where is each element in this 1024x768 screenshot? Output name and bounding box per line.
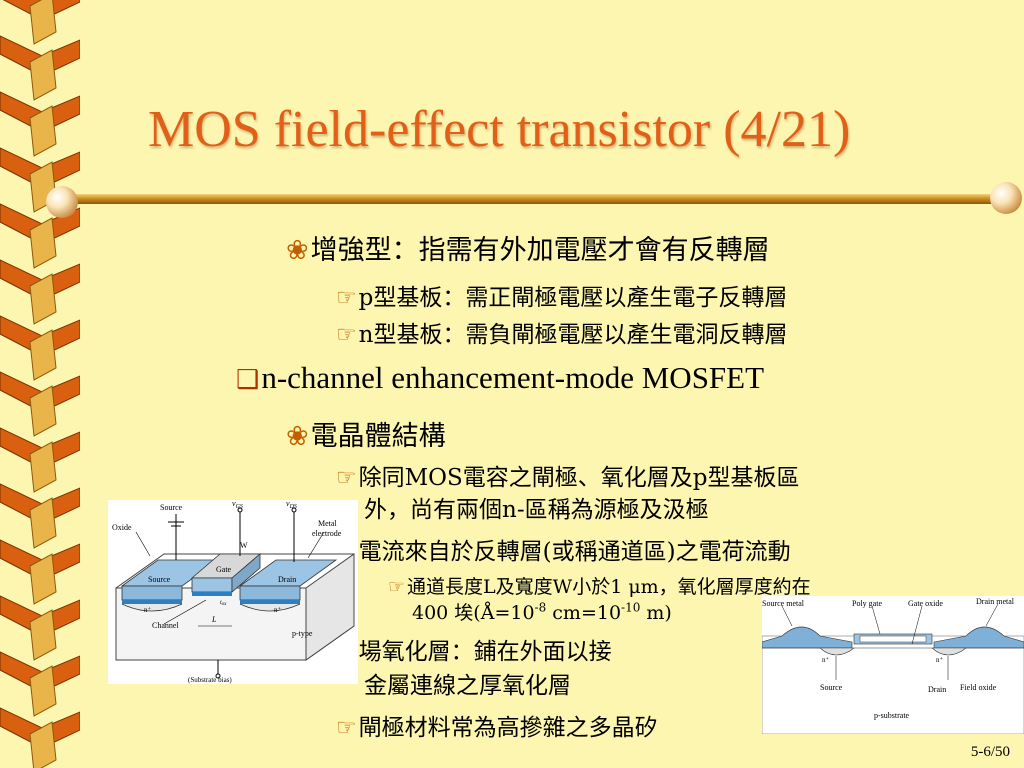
bullet-field-oxide: ☞場氧化層：鋪在外面以接 <box>336 639 612 665</box>
bullet-current: ☞電流來自於反轉層(或稱通道區)之電荷流動 <box>336 539 791 565</box>
svg-text:n⁺: n⁺ <box>936 656 944 664</box>
pointing-hand-icon: ☞ <box>336 285 357 311</box>
svg-text:Source: Source <box>160 503 183 512</box>
bullet-channel-dims-cont: 400 埃(Å=10-8 cm=10-10 m) <box>412 600 672 624</box>
pointing-hand-icon: ☞ <box>336 465 357 491</box>
svg-text:W: W <box>240 541 248 550</box>
bullet-gate-oxide-cont: 外，尚有兩個n-區稱為源極及汲極 <box>364 497 709 523</box>
braid-strand-gold <box>29 721 57 768</box>
bullet-gate-material: ☞閘極材料常為高摻雜之多晶矽 <box>336 715 658 741</box>
braid-strand-gold <box>29 665 57 717</box>
bullet-channel-dims: ☞通道長度L及寬度W小於1 μm，氧化層厚度約在 <box>388 576 811 598</box>
svg-text:Channel: Channel <box>152 621 179 630</box>
flower-bullet-icon: ❀ <box>286 235 309 266</box>
braid-strand-gold <box>29 0 57 45</box>
braid-strand-gold <box>29 553 57 605</box>
svg-text:p-type: p-type <box>292 629 313 638</box>
svg-text:Drain: Drain <box>928 685 946 694</box>
braid-strand-gold <box>29 273 57 325</box>
svg-text:Gate: Gate <box>216 565 232 574</box>
bullet-gate-oxide: ☞除同MOS電容之閘極、氧化層及p型基板區 <box>336 465 800 491</box>
svg-text:Source metal: Source metal <box>762 599 805 608</box>
svg-text:electrode: electrode <box>312 529 342 538</box>
svg-text:tox: tox <box>220 600 227 607</box>
checkbox-bullet-icon: ❑ <box>236 365 260 394</box>
svg-text:Poly gate: Poly gate <box>852 599 882 608</box>
svg-text:Oxide: Oxide <box>112 523 132 532</box>
svg-text:Metal: Metal <box>318 519 337 528</box>
pointing-hand-icon: ☞ <box>336 715 357 741</box>
bullet-nmos-heading: ❑n-channel enhancement-mode MOSFET <box>236 360 765 395</box>
svg-text:Field oxide: Field oxide <box>960 683 997 692</box>
svg-text:Drain metal: Drain metal <box>976 597 1015 606</box>
pointing-hand-icon: ☞ <box>336 322 357 348</box>
svg-text:vDS: vDS <box>286 500 297 510</box>
mosfet-cross-section-figure: Source metal Poly gate Gate oxide Drain … <box>762 596 1024 734</box>
braid-strand-gold <box>29 105 57 157</box>
braid-strand-gold <box>29 497 57 549</box>
svg-text:n⁺: n⁺ <box>144 606 152 614</box>
svg-text:L: L <box>211 615 217 624</box>
bullet-n-substrate: ☞n型基板：需負閘極電壓以產生電洞反轉層 <box>336 322 788 348</box>
title-rule-rod <box>46 182 1022 218</box>
svg-text:n⁺: n⁺ <box>822 656 830 664</box>
svg-text:Source: Source <box>148 575 171 584</box>
braid-strand-gold <box>29 49 57 101</box>
braid-strand-gold <box>29 441 57 493</box>
mosfet-3d-figure: Source vGS vDS Oxide Metal electrode W G… <box>108 500 358 684</box>
bullet-field-oxide-cont: 金屬連線之厚氧化層 <box>364 673 571 699</box>
svg-text:Drain: Drain <box>278 575 296 584</box>
svg-text:vGS: vGS <box>232 500 243 510</box>
bullet-enhancement: ❀增強型：指需有外加電壓才會有反轉層 <box>286 235 770 266</box>
svg-text:p-substrate: p-substrate <box>874 711 910 720</box>
svg-text:Gate oxide: Gate oxide <box>908 599 943 608</box>
braid-strand-gold <box>29 329 57 381</box>
page-number: 5-6/50 <box>970 744 1010 760</box>
braid-strand-gold <box>29 217 57 269</box>
svg-text:n⁺: n⁺ <box>274 606 282 614</box>
svg-text:(Substrate bias): (Substrate bias) <box>188 676 232 684</box>
flower-bullet-icon: ❀ <box>286 421 309 452</box>
slide-title: MOS field-effect transistor (4/21) <box>148 101 851 158</box>
bullet-structure: ❀電晶體結構 <box>286 421 446 452</box>
braid-strand-gold <box>29 385 57 437</box>
pointing-finger-icon: ☞ <box>388 576 406 598</box>
braid-decoration <box>0 0 80 768</box>
svg-text:Source: Source <box>820 683 843 692</box>
braid-strand-gold <box>29 609 57 661</box>
bullet-p-substrate: ☞p型基板：需正閘極電壓以產生電子反轉層 <box>336 285 788 311</box>
